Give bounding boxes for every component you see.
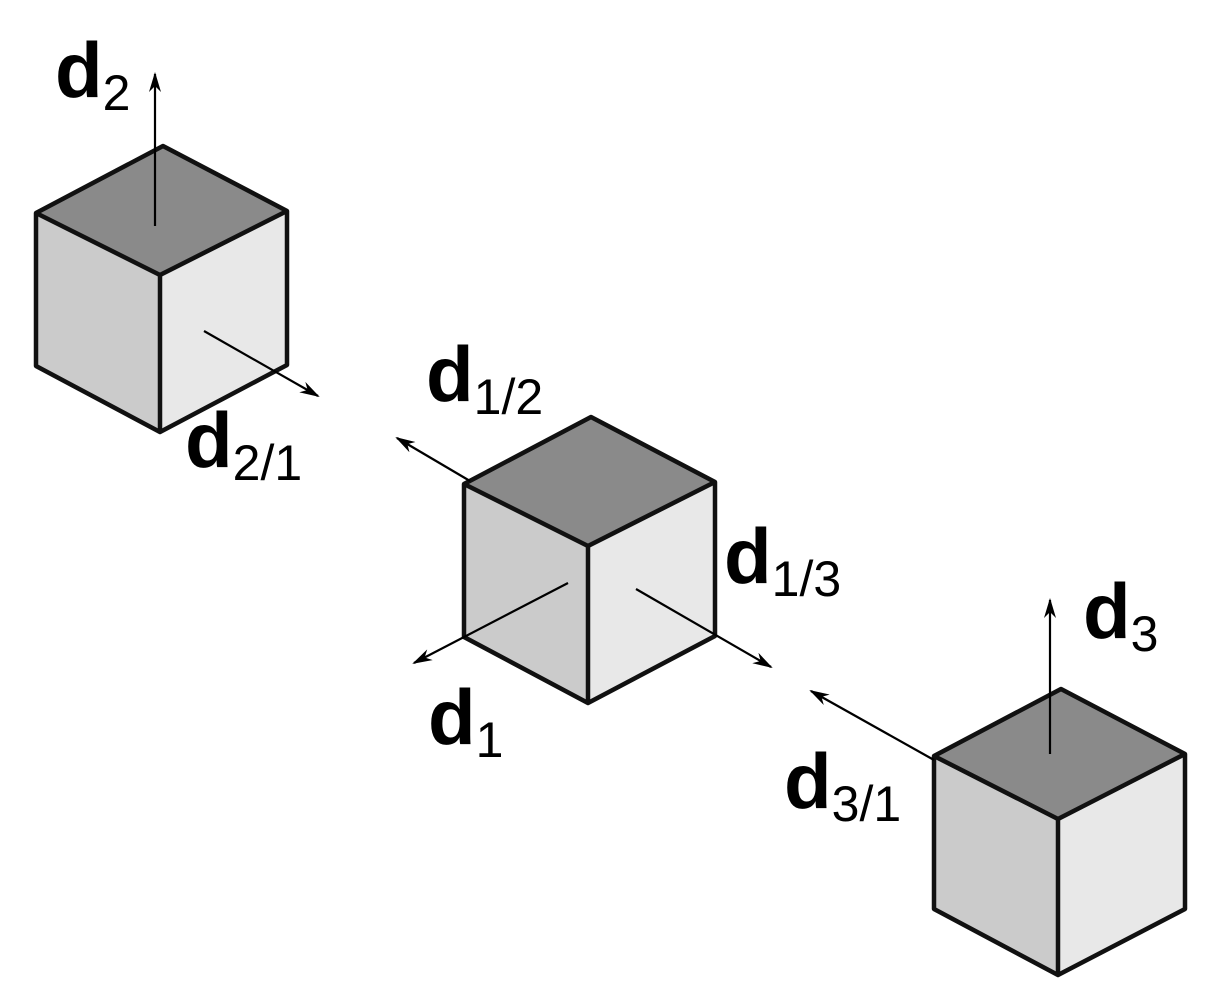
arrow-d31 [809, 690, 935, 761]
cube-1-right-face [588, 482, 715, 703]
arrow-d12 [395, 436, 471, 482]
cube-2-right-face [160, 211, 287, 432]
label-d2-1: d2/1 [185, 396, 302, 491]
cube-1-left-face [464, 484, 588, 703]
label-d3: d3 [1083, 567, 1158, 662]
arrow-d21 [203, 330, 320, 397]
label-d1-3: d1/3 [724, 512, 841, 607]
cube-3-right-face [1058, 754, 1185, 975]
cube-3 [931, 686, 1188, 978]
arrow-d13 [635, 588, 773, 669]
cube-1 [461, 414, 718, 706]
cube-2 [33, 143, 290, 435]
label-d2: d2 [55, 26, 130, 121]
cube-2-left-face [36, 213, 160, 432]
label-d1-2: d1/2 [426, 330, 543, 425]
arrow-d1 [412, 582, 569, 664]
cube-3-left-face [934, 756, 1058, 975]
label-d3-1: d3/1 [784, 737, 901, 832]
label-d1: d1 [428, 673, 503, 768]
